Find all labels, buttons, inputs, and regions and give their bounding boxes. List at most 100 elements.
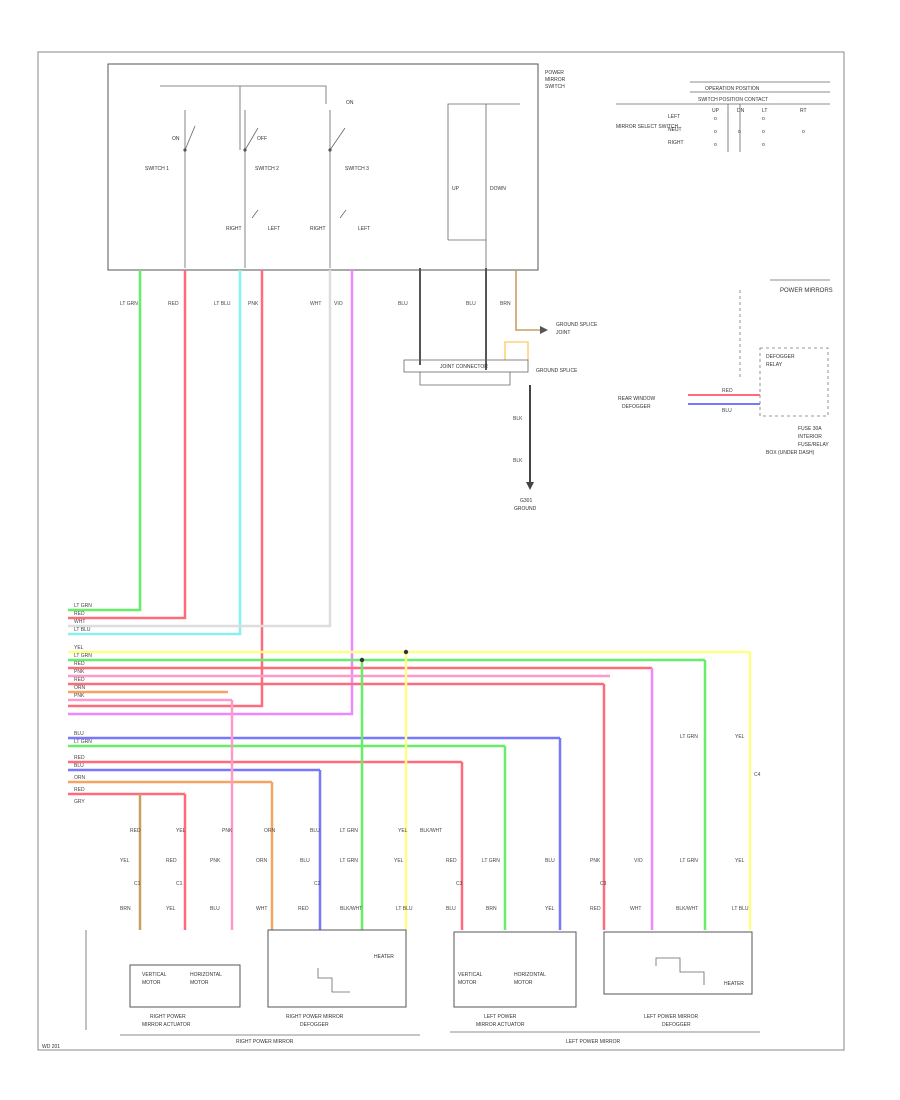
- cr2-3: PNK: [210, 858, 221, 864]
- note-1: FUSE 30A: [798, 426, 822, 432]
- logic-row-2: RIGHT: [668, 140, 684, 146]
- cr2-8: RED: [446, 858, 457, 864]
- cr3-14: LT BLU: [732, 906, 749, 912]
- logic-mark: o: [762, 142, 765, 148]
- logic-row-1: NEUT: [668, 127, 682, 133]
- hw-8: PNK: [74, 669, 85, 675]
- cr3-3: BLU: [210, 906, 220, 912]
- cr2-2: RED: [166, 858, 177, 864]
- m2-line1: RIGHT POWER MIRROR: [286, 1014, 344, 1020]
- l-horiz: HORIZONTAL: [514, 972, 546, 978]
- r-vert-motor: MOTOR: [142, 980, 161, 986]
- logic-mark: o: [714, 129, 717, 135]
- hw-4: LT BLU: [74, 627, 91, 633]
- ground-section: GROUND SPLICE JOINT JOINT CONNECTOR GROU…: [403, 268, 598, 512]
- right-actuator-box: [129, 964, 241, 1008]
- relay-text: RELAY: [766, 362, 783, 368]
- m1-line2: MIRROR ACTUATOR: [142, 1022, 191, 1028]
- logic-subtitle: SWITCH POSITION CONTACT: [698, 97, 768, 103]
- logic-row-label: MIRROR SELECT SWITCH: [616, 124, 679, 130]
- logic-mark: o: [762, 116, 765, 122]
- cr2-10: BLU: [545, 858, 555, 864]
- ground-2-label: G301: [520, 498, 532, 504]
- cr1-4: ORN: [264, 828, 276, 834]
- m3-line1: LEFT POWER: [484, 1014, 517, 1020]
- w-ltgrn-1: LT GRN: [120, 301, 138, 307]
- sw3-on: ON: [346, 100, 354, 106]
- sw2-off: OFF: [257, 136, 267, 142]
- logic-col-2: LT: [762, 108, 767, 114]
- m4-line2: DEFOGGER: [662, 1022, 691, 1028]
- hw-11: PNK: [74, 693, 85, 699]
- logic-mark: o: [762, 129, 765, 135]
- cr2-14: YEL: [735, 858, 745, 864]
- group-left-label: LEFT POWER MIRROR: [566, 1039, 620, 1045]
- defogger-text: DEFOGGER: [766, 354, 795, 360]
- cr3-2: YEL: [166, 906, 176, 912]
- cr2-11: PNK: [590, 858, 601, 864]
- l-horiz-motor: MOTOR: [514, 980, 533, 986]
- cr2-12: VIO: [634, 858, 643, 864]
- w-red-def: RED: [722, 388, 733, 394]
- hw-9: RED: [74, 677, 85, 683]
- switch-title-2: MIRROR: [545, 77, 566, 83]
- logic-col-3: RT: [800, 108, 807, 114]
- ground-1-line2: JOINT: [556, 330, 570, 336]
- cr3-8: BLU: [446, 906, 456, 912]
- switch-title: POWER: [545, 70, 564, 76]
- c3-a: C3: [456, 881, 463, 887]
- hw-2: RED: [74, 611, 85, 617]
- r-horiz: HORIZONTAL: [190, 972, 222, 978]
- w-blk-1: BLK: [513, 416, 523, 422]
- note-2: INTERIOR: [798, 434, 822, 440]
- mirror-components: VERTICAL MOTOR HORIZONTAL MOTOR RIGHT PO…: [85, 929, 760, 1045]
- power-mirrors-title: POWER MIRRORS: [780, 288, 833, 294]
- cr3-9: BRN: [486, 906, 497, 912]
- cr3-6: BLK/WHT: [340, 906, 362, 912]
- hw-7: RED: [74, 661, 85, 667]
- cr1-1: RED: [130, 828, 141, 834]
- ground-splice-lbl: GROUND SPLICE: [536, 368, 578, 374]
- cr1-3: PNK: [222, 828, 233, 834]
- joint-connector: JOINT CONNECTOR: [440, 364, 488, 370]
- cr2-5: BLU: [300, 858, 310, 864]
- hw-3: WHT: [74, 619, 85, 625]
- note-3: FUSE/RELAY: [798, 442, 829, 448]
- hw-18: GRY: [74, 799, 85, 805]
- sw1-on: ON: [172, 136, 180, 142]
- group-right-label: RIGHT POWER MIRROR: [236, 1039, 294, 1045]
- cr3-13: BLK/WHT: [676, 906, 698, 912]
- c3-b: C3: [600, 881, 607, 887]
- cr2-9: LT GRN: [482, 858, 500, 864]
- sel-left-2: LEFT: [358, 226, 370, 232]
- defogger-section: POWER MIRRORS DEFOGGER RELAY REAR WINDOW…: [618, 279, 833, 456]
- logic-mark: o: [802, 129, 805, 135]
- left-defogger-box: [603, 931, 753, 995]
- cr2-6: LT GRN: [340, 858, 358, 864]
- logic-mark: o: [714, 142, 717, 148]
- w-ltblu-1: LT BLU: [214, 301, 231, 307]
- cr1-8: BLK/WHT: [420, 828, 442, 834]
- cr2-1: YEL: [120, 858, 130, 864]
- l-vert-motor: MOTOR: [458, 980, 477, 986]
- sel-right-1: RIGHT: [226, 226, 242, 232]
- hw-6: LT GRN: [74, 653, 92, 659]
- hw-1: LT GRN: [74, 603, 92, 609]
- w-red-1: RED: [168, 301, 179, 307]
- hw-13: LT GRN: [74, 739, 92, 745]
- m2-line2: DEFOGGER: [300, 1022, 329, 1028]
- c1-a: C1: [134, 881, 141, 887]
- switch-title-3: SWITCH: [545, 84, 565, 90]
- switch-logic-table: OPERATION POSITION SWITCH POSITION CONTA…: [616, 81, 830, 152]
- m3-line2: MIRROR ACTUATOR: [476, 1022, 525, 1028]
- cr1-7: YEL: [398, 828, 408, 834]
- logic-title: OPERATION POSITION: [705, 86, 760, 92]
- defog-up: UP: [452, 186, 460, 192]
- m4-line1: LEFT POWER MIRROR: [644, 1014, 698, 1020]
- cr3-1: BRN: [120, 906, 131, 912]
- hw-15: BLU: [74, 763, 84, 769]
- switch-3-label: SWITCH 3: [345, 166, 369, 172]
- cr1-6: LT GRN: [340, 828, 358, 834]
- hw-17: RED: [74, 787, 85, 793]
